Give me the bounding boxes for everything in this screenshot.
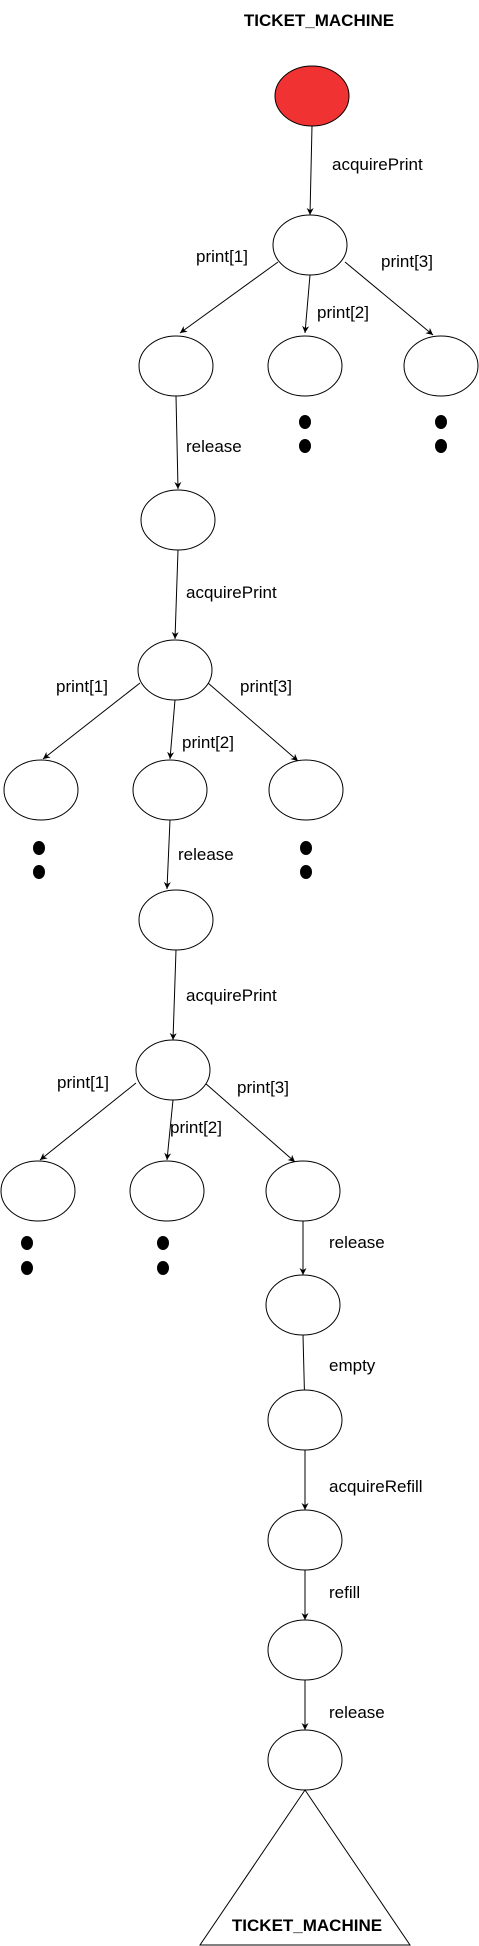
transition-label: empty [329, 1356, 376, 1375]
transition-label: print[2] [182, 733, 234, 752]
ellipsis-dot [435, 415, 447, 429]
edge-acquire-print-2 [171, 549, 179, 640]
ellipsis-dot [300, 865, 312, 879]
states [0, 65, 479, 1791]
ellipsis-dot [33, 865, 45, 879]
transition-label: acquirePrint [186, 583, 277, 602]
transition-label: refill [329, 1583, 360, 1602]
state-node [267, 1389, 343, 1451]
state-node [138, 335, 214, 397]
edge-release-2 [163, 819, 171, 890]
transitions [39, 125, 434, 1730]
ellipsis-dot [300, 841, 312, 855]
state-node [132, 759, 208, 821]
transition-label: print[1] [196, 247, 248, 266]
transition-label: acquireRefill [329, 1477, 423, 1496]
edge-print1-b [42, 682, 141, 760]
edge-print3-a [344, 261, 434, 336]
transition-label: acquirePrint [186, 986, 277, 1005]
terminal-triangle [199, 1789, 411, 1946]
transition-label: print[1] [56, 677, 108, 696]
state-node [268, 759, 344, 821]
transition-label: release [329, 1703, 385, 1722]
state-node [265, 1160, 341, 1222]
transition-label: print[3] [237, 1078, 289, 1097]
ellipsis-dot [33, 841, 45, 855]
transition-label: release [329, 1233, 385, 1252]
state-node [0, 1160, 76, 1222]
ellipsis-dot [435, 439, 447, 453]
transition-label: release [186, 437, 242, 456]
diagram-title: TICKET_MACHINE [244, 11, 394, 30]
edge-acquire-print-3 [169, 949, 177, 1041]
terminal-label: TICKET_MACHINE [232, 1916, 382, 1935]
transition-label: print[2] [170, 1118, 222, 1137]
start-state [274, 65, 350, 127]
state-node [267, 335, 343, 397]
edge-print2-a [302, 274, 311, 334]
state-node [267, 1509, 343, 1571]
ellipsis-dot [157, 1261, 169, 1275]
ellipsis-dot [299, 439, 311, 453]
state-node [403, 335, 479, 397]
state-node [3, 759, 79, 821]
ellipsis-dot [21, 1236, 33, 1250]
state-node [265, 1274, 341, 1336]
ellipsis-dot [299, 415, 311, 429]
state-node [135, 1039, 211, 1101]
edge-print2-c [164, 1099, 174, 1161]
transition-labels: acquirePrint print[1] print[2] print[3] … [56, 155, 433, 1722]
ellipsis-dot [157, 1236, 169, 1250]
transition-label: print[3] [381, 252, 433, 271]
edge-print1-c [39, 1082, 137, 1161]
ellipsis-dot [21, 1261, 33, 1275]
transition-label: acquirePrint [332, 155, 423, 174]
transition-label: release [178, 845, 234, 864]
edge-acquire-print-1 [306, 125, 314, 216]
edge-print3-c [204, 1082, 296, 1163]
state-node [267, 1729, 343, 1791]
state-node [129, 1160, 205, 1222]
state-node [138, 889, 214, 951]
state-node [137, 639, 213, 701]
state-node [267, 1619, 343, 1681]
edge-print3-b [207, 682, 299, 762]
state-node [140, 489, 216, 551]
continuation-dots [21, 415, 447, 1275]
edge-release-1 [174, 395, 182, 490]
transition-label: print[1] [57, 1073, 109, 1092]
transition-label: print[2] [317, 303, 369, 322]
transition-label: print[3] [240, 677, 292, 696]
edge-print1-a [179, 261, 279, 334]
edge-print2-b [167, 699, 176, 760]
state-node [272, 214, 348, 276]
